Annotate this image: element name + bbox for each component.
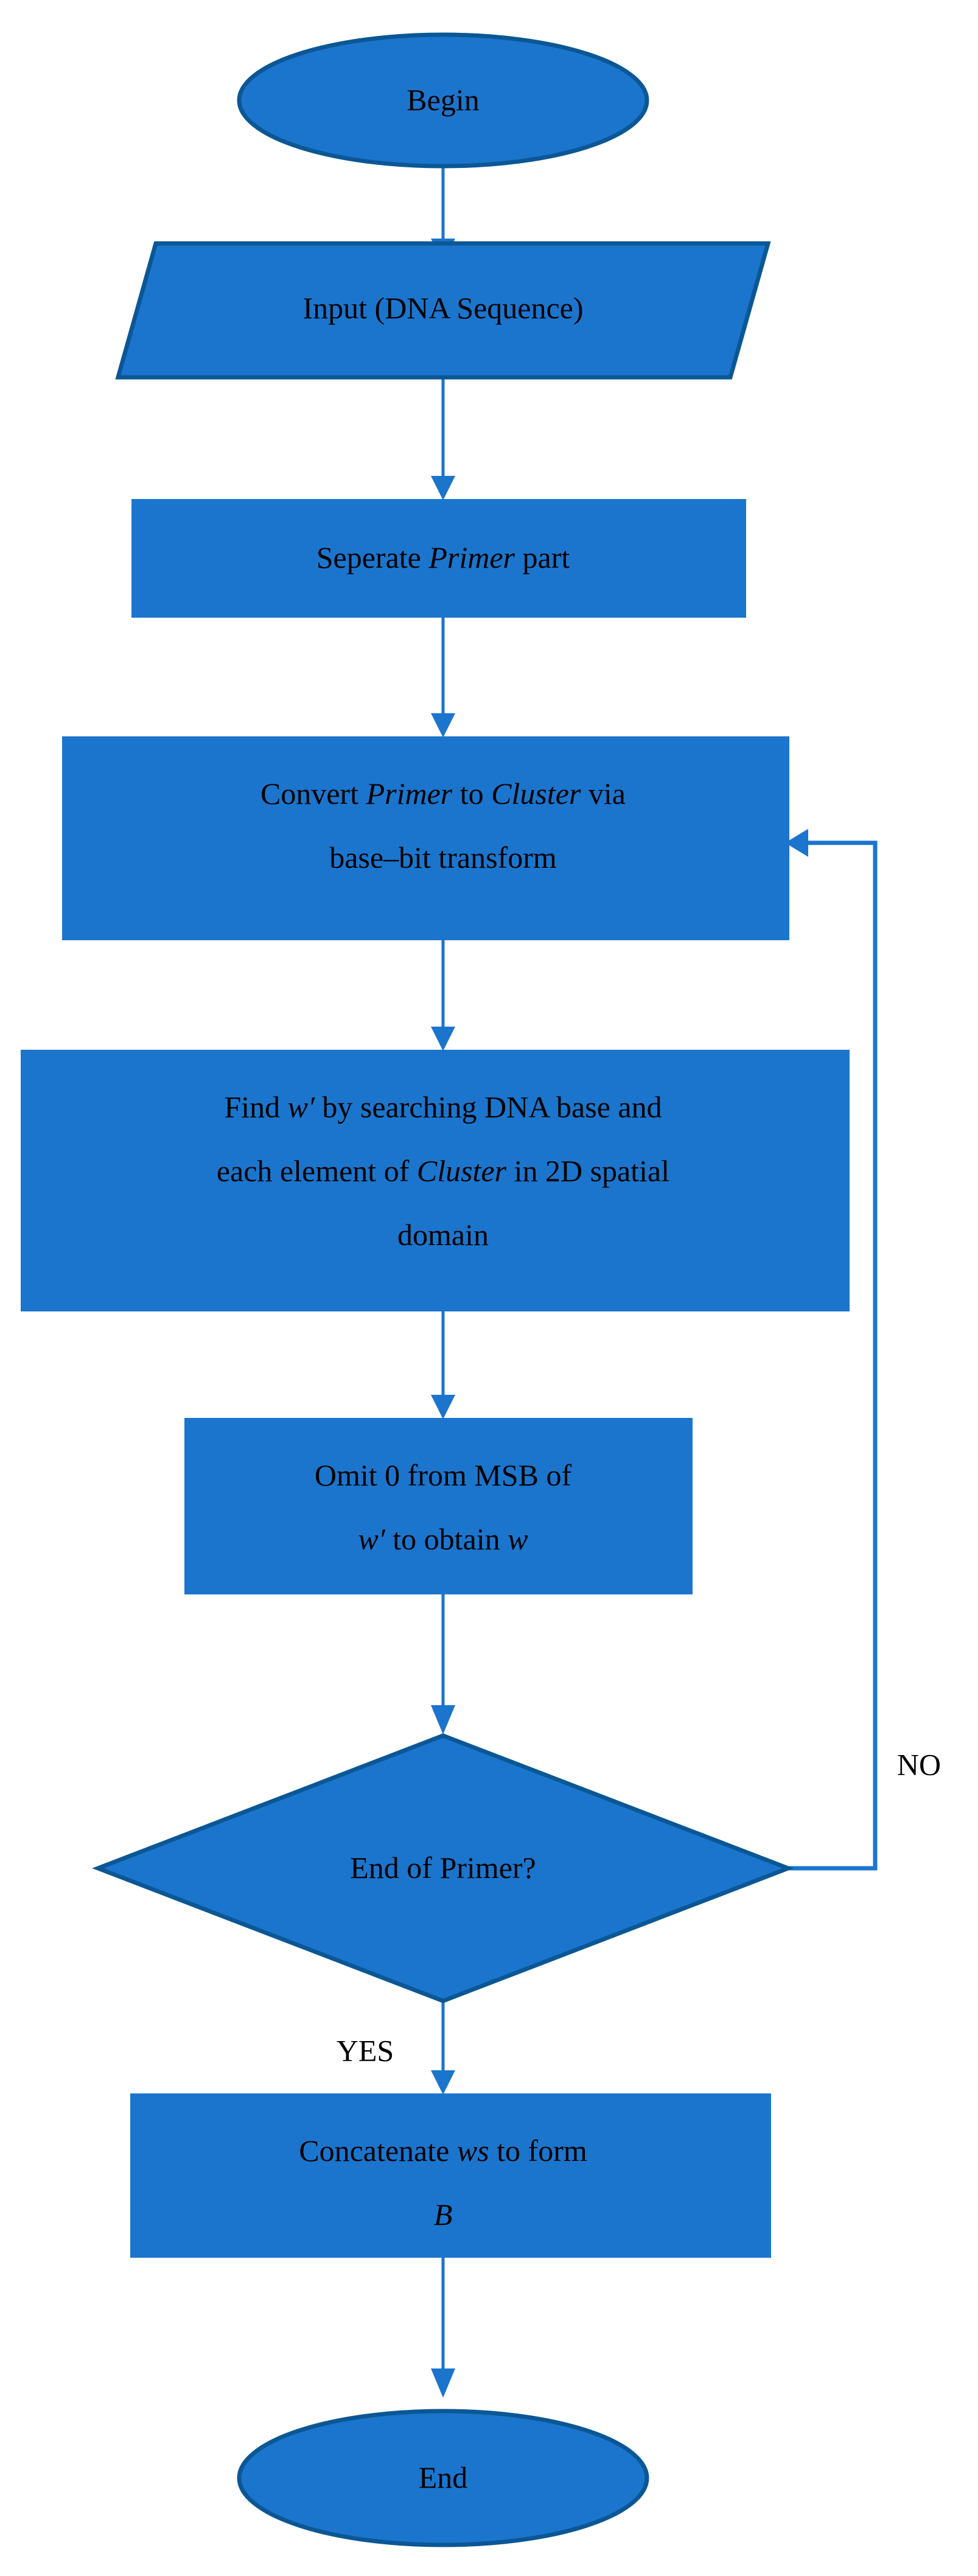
edge-find-to-omit — [431, 1311, 455, 1419]
edge-omit-to-decision — [431, 1594, 455, 1734]
edge-decision-to-convert-no — [785, 829, 878, 1871]
node-begin-label: Begin — [407, 83, 479, 117]
node-begin[interactable]: Begin — [237, 32, 649, 169]
edge-concat-to-end — [431, 2258, 455, 2398]
edge-decision-to-concat-yes — [431, 2002, 455, 2095]
node-separate-primer[interactable]: Seperate Primer part — [131, 499, 746, 618]
edge-label-no: NO — [897, 1747, 941, 1781]
edge-input-to-separate — [431, 377, 455, 500]
edge-convert-to-find — [431, 940, 455, 1051]
node-separate-primer-label: Seperate Primer part — [316, 540, 570, 574]
node-end-of-primer-decision-label: End of Primer? — [350, 1851, 536, 1885]
node-input-label: Input (DNA Sequence) — [303, 291, 584, 325]
node-end[interactable]: End — [237, 2409, 649, 2547]
node-input[interactable]: Input (DNA Sequence) — [115, 241, 771, 380]
node-end-label: End — [419, 2460, 468, 2494]
edge-label-yes: YES — [337, 2033, 394, 2067]
edge-separate-to-convert — [431, 618, 455, 738]
node-end-of-primer-decision[interactable]: End of Primer? — [92, 1733, 794, 2003]
